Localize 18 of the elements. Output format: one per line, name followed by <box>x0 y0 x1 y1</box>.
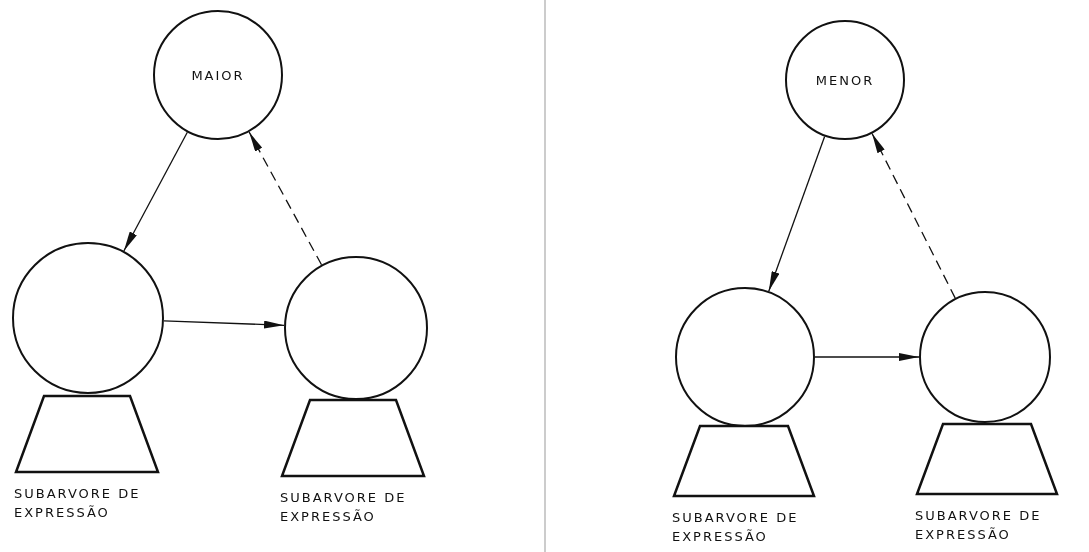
dashed-arrow <box>248 131 323 266</box>
node-label: MENOR <box>815 72 875 88</box>
subtree-caption: SUBARVORE DE EXPRESSÃO <box>280 489 408 526</box>
node-label: MAIOR <box>191 67 245 83</box>
arrow <box>768 135 826 292</box>
tree-node-circle <box>785 20 905 140</box>
arrow <box>123 131 188 252</box>
arrow <box>814 353 920 361</box>
tree-node-circle <box>284 256 428 400</box>
tree-node-circle <box>919 291 1051 423</box>
arrow <box>163 320 285 329</box>
tree-node-circle <box>153 10 283 140</box>
subtree-caption: SUBARVORE DE EXPRESSÃO <box>672 509 800 546</box>
subtree-caption: SUBARVORE DE EXPRESSÃO <box>915 507 1043 544</box>
subtree-caption: SUBARVORE DE EXPRESSÃO <box>14 485 142 522</box>
dashed-arrow <box>871 132 956 299</box>
tree-node-circle <box>12 242 164 394</box>
tree-node-circle <box>675 287 815 427</box>
